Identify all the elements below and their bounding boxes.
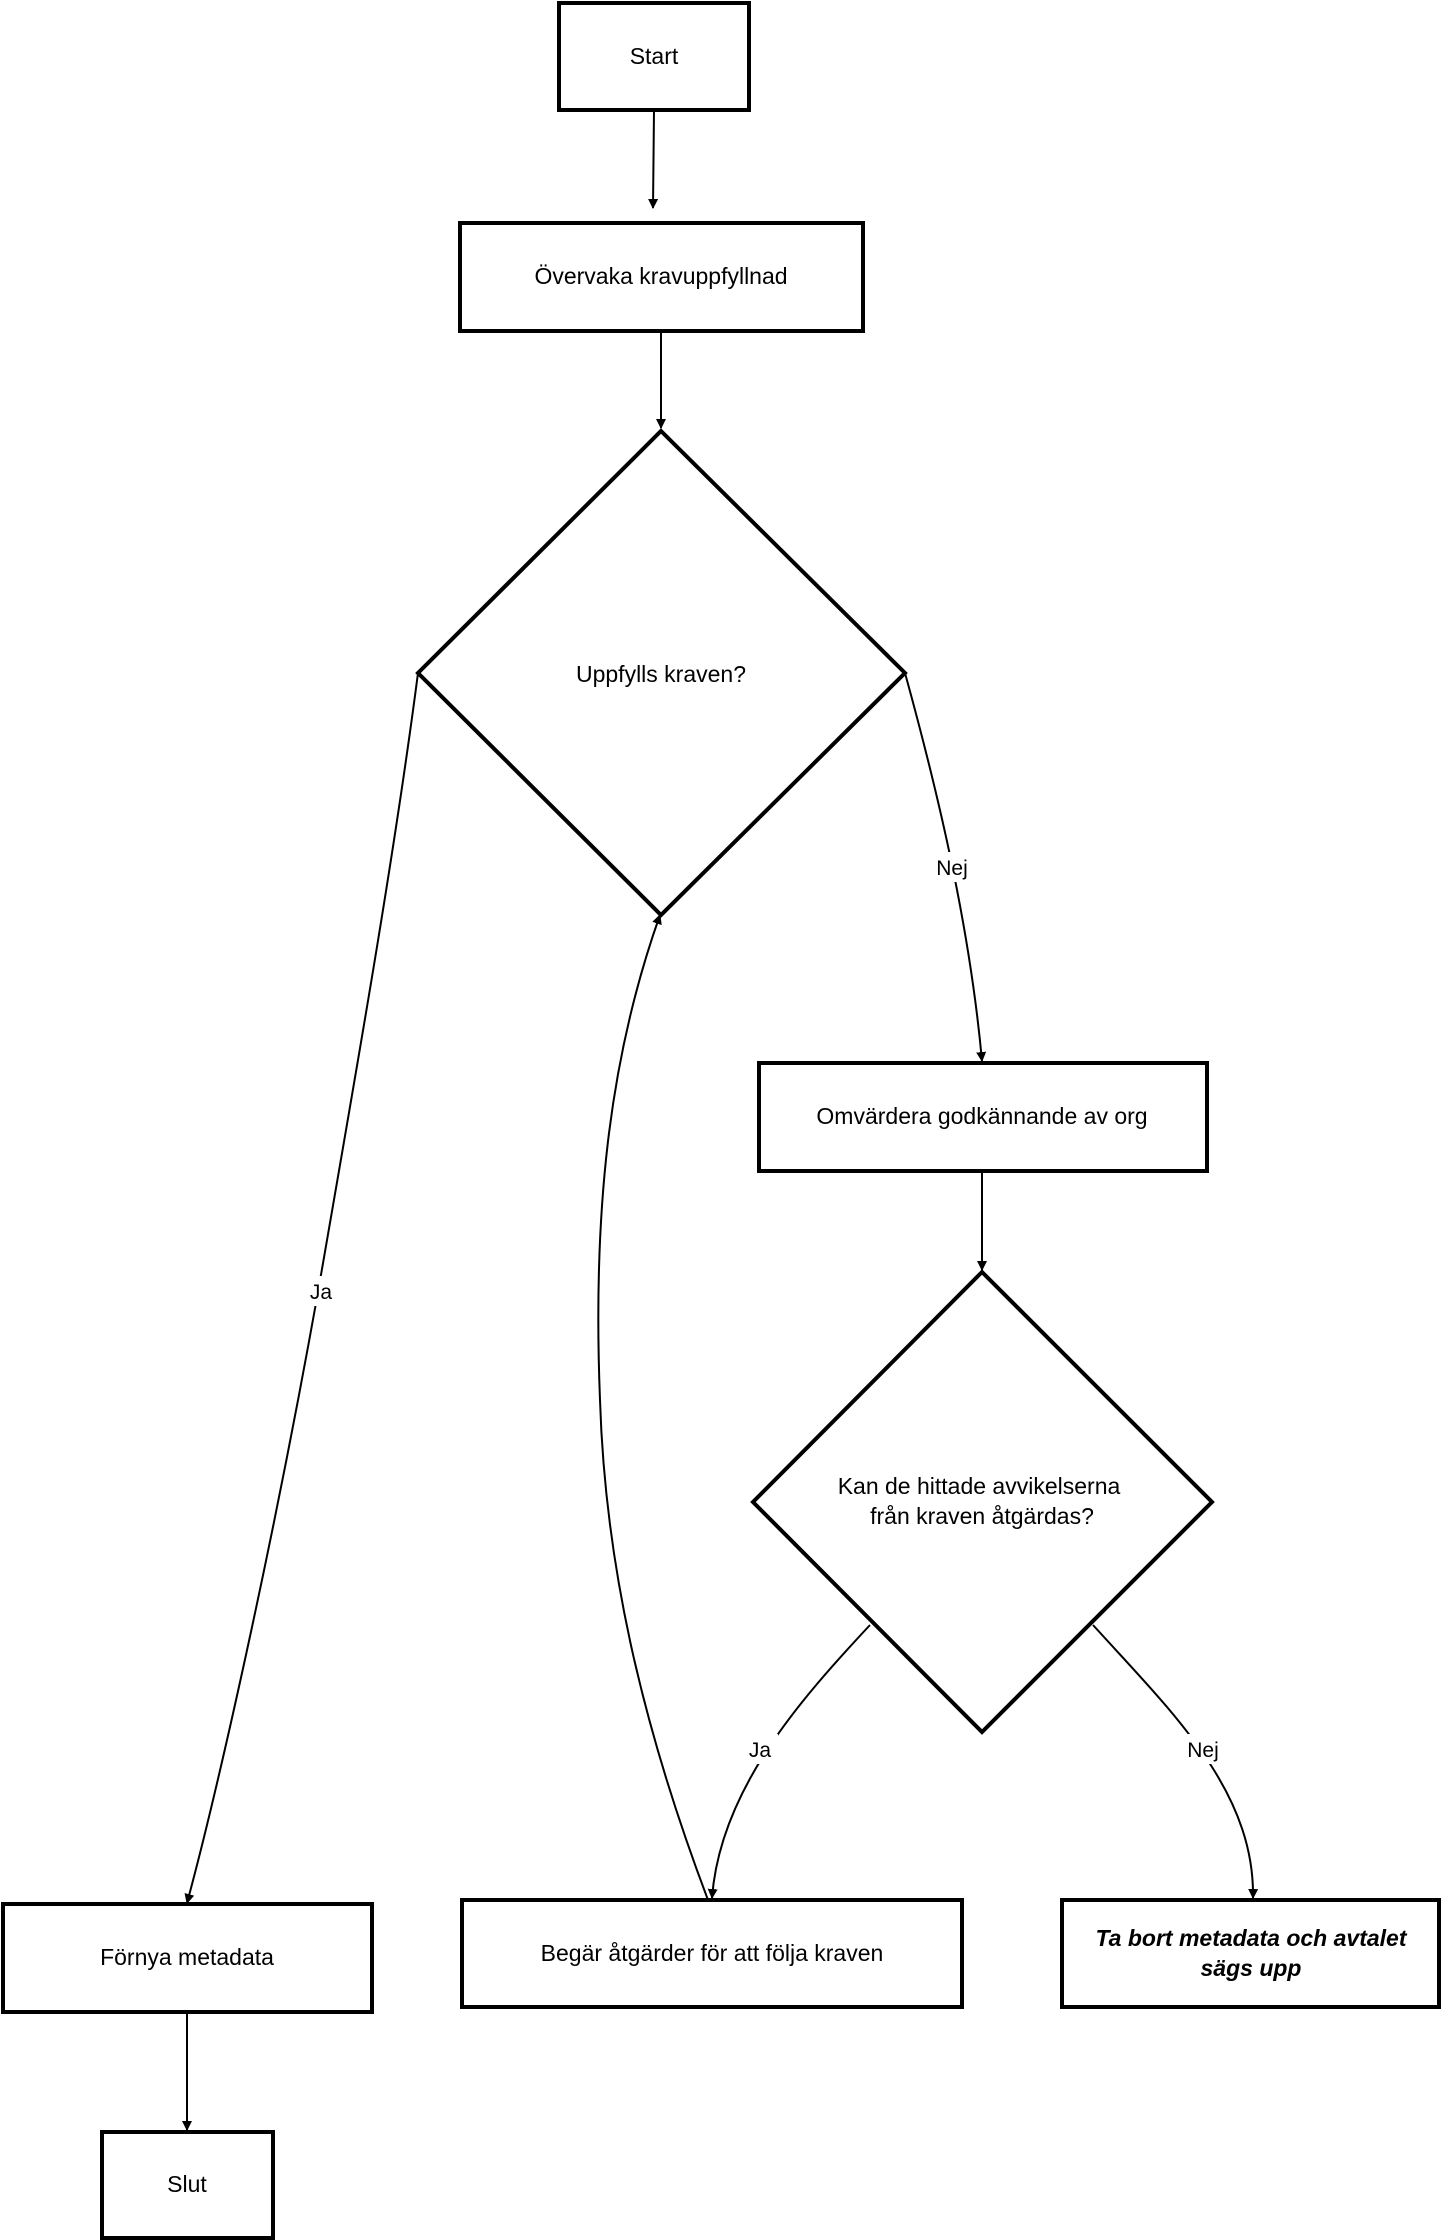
edge-label-requirements-yes-text: Ja bbox=[310, 1281, 333, 1304]
node-end-label: Slut bbox=[167, 2171, 207, 2197]
edge-start-to-monitor bbox=[648, 109, 659, 209]
node-monitor-label: Övervaka kravuppfyllnad bbox=[534, 263, 787, 289]
edge-fixable-no bbox=[1092, 1624, 1259, 1899]
edge-request-to-decision-requirements bbox=[597, 914, 709, 1901]
node-monitor: Övervaka kravuppfyllnad bbox=[458, 221, 865, 333]
node-renew-metadata: Förnya metadata bbox=[1, 1902, 374, 2014]
edge-label-requirements-yes: Ja bbox=[302, 1276, 338, 1306]
node-end: Slut bbox=[100, 2130, 275, 2240]
node-remove-metadata: Ta bort metadata och avtalet sägs upp bbox=[1060, 1898, 1441, 2009]
node-decision-fixable-label-line1: Kan de hittade avvikelserna bbox=[838, 1473, 1121, 1499]
node-decision-fixable: Kan de hittade avvikelserna från kraven … bbox=[750, 1269, 1215, 1735]
edge-label-fixable-yes: Ja bbox=[742, 1734, 778, 1764]
node-start-label: Start bbox=[630, 43, 679, 69]
node-start: Start bbox=[557, 1, 751, 112]
node-remove-metadata-label-line2: sägs upp bbox=[1201, 1955, 1302, 1981]
edge-label-fixable-no-text: Nej bbox=[1187, 1739, 1219, 1762]
node-request-actions-label: Begär åtgärder för att följa kraven bbox=[541, 1940, 884, 1966]
node-decision-fixable-label-line2: från kraven åtgärdas? bbox=[870, 1503, 1094, 1529]
node-decision-requirements-label: Uppfylls kraven? bbox=[576, 661, 746, 687]
node-reassess: Omvärdera godkännande av org bbox=[757, 1061, 1209, 1173]
edge-label-requirements-no-text: Nej bbox=[936, 857, 968, 880]
edge-labels: Ja Nej Ja Nej bbox=[302, 852, 1224, 1764]
node-renew-metadata-label: Förnya metadata bbox=[100, 1944, 274, 1970]
node-request-actions: Begär åtgärder för att följa kraven bbox=[460, 1898, 964, 2009]
edge-label-fixable-yes-text: Ja bbox=[749, 1739, 772, 1762]
node-decision-requirements: Uppfylls kraven? bbox=[415, 428, 908, 918]
node-remove-metadata-label-line1: Ta bort metadata och avtalet bbox=[1095, 1925, 1407, 1951]
edge-fixable-yes bbox=[707, 1624, 871, 1899]
node-reassess-label: Omvärdera godkännande av org bbox=[816, 1103, 1147, 1129]
edge-label-requirements-no: Nej bbox=[931, 852, 973, 882]
edge-label-fixable-no: Nej bbox=[1182, 1734, 1224, 1764]
